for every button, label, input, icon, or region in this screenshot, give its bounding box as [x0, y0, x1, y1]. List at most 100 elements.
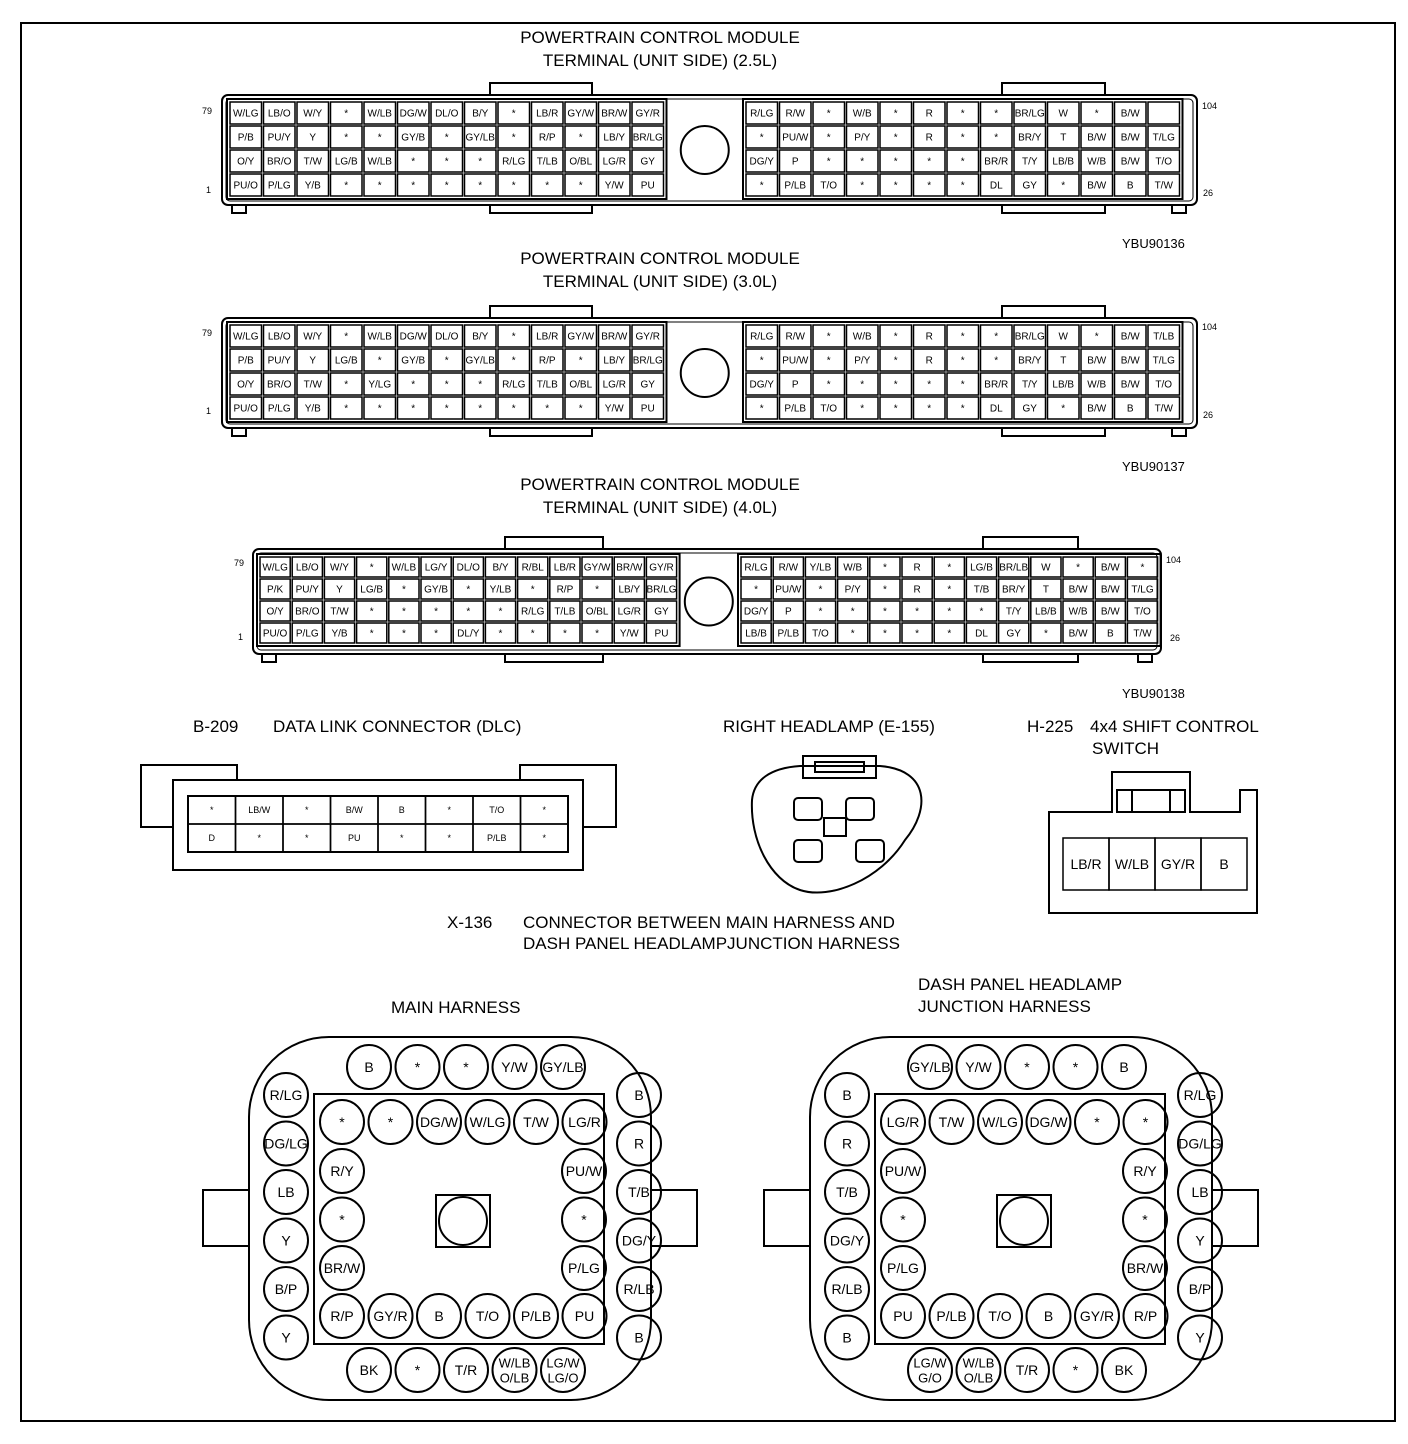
pcm-terminal-label: *	[927, 157, 931, 168]
pcm-terminal-label: *	[545, 181, 549, 192]
pcm-terminal	[979, 348, 1013, 372]
dash-harness-title1: DASH PANEL HEADLAMP	[918, 975, 1123, 994]
pcm-terminal	[836, 578, 869, 600]
pcm-terminal-label: W	[1059, 332, 1069, 343]
pcm-terminal	[778, 149, 812, 173]
pcm-terminal	[452, 556, 485, 578]
pcm-terminal	[1030, 556, 1062, 578]
pcm-terminal	[363, 372, 397, 396]
pcm-terminal-label: *	[827, 133, 831, 144]
pcm-terminal	[1030, 600, 1062, 622]
pcm-terminal-label: *	[961, 109, 965, 120]
dash-harness-terminal	[907, 1347, 953, 1393]
pcm-terminal-label: *	[894, 157, 898, 168]
pcm-terminal-label: R	[926, 356, 933, 367]
pcm-terminal	[745, 324, 779, 348]
dash-harness-terminal	[1004, 1044, 1050, 1090]
pcm-terminal-label: BR/O	[267, 380, 292, 391]
pcm-terminal	[912, 396, 946, 420]
pcm-terminal	[912, 173, 946, 197]
pcm-terminal-label: PU/O	[234, 404, 259, 415]
shift-switch-housing	[1048, 771, 1258, 914]
pcm-terminal-label: GY/W	[567, 332, 594, 343]
main-harness-terminal	[319, 1099, 365, 1145]
pcm-terminal-label: *	[434, 607, 438, 618]
pcm-terminal-label: *	[994, 133, 998, 144]
pcm-terminal-label: W/B	[853, 332, 872, 343]
pcm-terminal	[363, 348, 397, 372]
pcm-terminal	[329, 324, 363, 348]
main-harness-terminal	[540, 1347, 586, 1393]
pcm-terminal	[497, 324, 531, 348]
pcm-terminal-label: P/B	[238, 356, 254, 367]
pcm-terminal-label: *	[760, 404, 764, 415]
dash-harness-side-tab	[763, 1189, 813, 1247]
pcm-terminal	[259, 622, 291, 644]
main-harness-terminal-label: T/R	[455, 1362, 478, 1378]
main-harness-terminal-label: DG/Y	[622, 1233, 657, 1249]
pcm-terminal-label: BR/W	[616, 563, 643, 574]
pcm-terminal	[912, 149, 946, 173]
pcm-terminal	[778, 173, 812, 197]
dash-harness-terminal	[824, 1266, 870, 1312]
pcm-terminal	[613, 600, 646, 622]
pcm-3-0-pin-26: 26	[1203, 410, 1214, 420]
pcm-terminal-label: *	[961, 380, 965, 391]
pcm-terminal	[497, 173, 531, 197]
pcm-terminal	[1030, 622, 1062, 644]
dash-harness-terminal	[1177, 1169, 1223, 1215]
pcm-terminal	[812, 101, 846, 125]
pcm-terminal-label: Y/W	[620, 629, 639, 640]
headlamp-terminal	[793, 797, 823, 821]
pcm-terminal-label: *	[894, 380, 898, 391]
pcm-cavity-block	[226, 321, 668, 423]
pcm-terminal-label: O/Y	[237, 157, 255, 168]
pcm-terminal	[1013, 324, 1047, 348]
pcm-terminal	[812, 324, 846, 348]
pcm-terminal	[564, 149, 598, 173]
pcm-terminal	[804, 556, 837, 578]
pcm-terminal-label: P/LB	[784, 404, 806, 415]
pcm-terminal	[430, 396, 464, 420]
pcm-terminal	[1046, 348, 1080, 372]
pcm-terminal-label: *	[402, 585, 406, 596]
pcm-terminal	[836, 600, 869, 622]
main-harness-terminal-label: LG/W	[546, 1356, 580, 1371]
pcm-terminal-label: GY/R	[649, 563, 673, 574]
pcm-terminal	[979, 125, 1013, 149]
main-harness-terminal	[416, 1099, 462, 1145]
dlc-terminal-label: *	[257, 833, 261, 843]
pcm-terminal-label: T/O	[1134, 607, 1151, 618]
pcm-terminal-label: B/W	[1069, 629, 1088, 640]
dash-harness-terminal	[928, 1099, 975, 1145]
pcm-terminal-label: O/BL	[569, 157, 592, 168]
dlc-terminal-label: D	[209, 833, 216, 843]
pcm-terminal-label: T/Y	[1022, 157, 1038, 168]
pcm-terminal	[1013, 348, 1047, 372]
main-harness-terminal-label: DG/W	[420, 1114, 459, 1130]
shift-switch-id: H-225	[1027, 717, 1074, 736]
pcm-terminal	[1062, 556, 1094, 578]
dlc-terminal-label: B/W	[346, 805, 364, 815]
pcm-terminal	[845, 149, 879, 173]
pcm-terminal-label: *	[961, 356, 965, 367]
pcm-terminal	[1094, 600, 1127, 622]
pcm-terminal	[497, 101, 531, 125]
pcm-terminal	[296, 348, 330, 372]
pcm-terminal-label: *	[579, 404, 583, 415]
shift-switch-latch-inner	[1131, 789, 1171, 813]
pcm-terminal-label: *	[411, 181, 415, 192]
pcm-terminal	[323, 622, 356, 644]
main-harness-terminal	[367, 1293, 414, 1339]
pcm-terminal	[1147, 173, 1181, 197]
pcm-terminal-label: *	[445, 380, 449, 391]
pcm-terminal-label: W/Y	[303, 109, 322, 120]
dash-harness-terminal	[1122, 1196, 1168, 1243]
pcm-terminal	[549, 600, 581, 622]
pcm-terminal-label: W/B	[1087, 157, 1106, 168]
pcm-terminal-label: BR/Y	[1018, 356, 1042, 367]
dash-harness-terminal	[1177, 1217, 1223, 1264]
pcm-terminal	[997, 622, 1030, 644]
pcm-terminal-label: Y/LG	[368, 380, 391, 391]
